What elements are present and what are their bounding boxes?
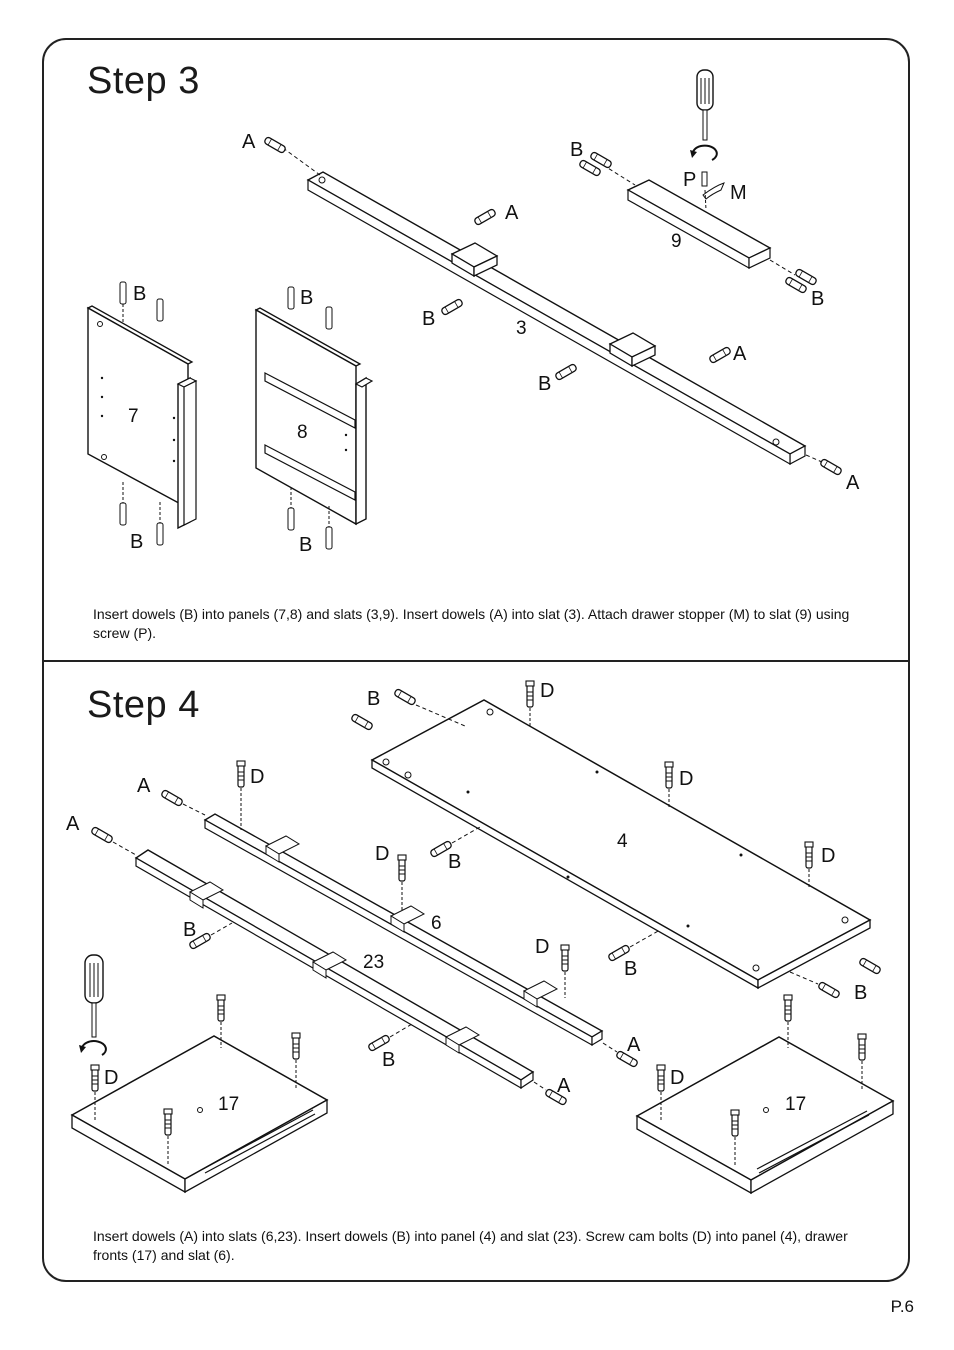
- label-d: D: [821, 845, 835, 867]
- label-b: B: [538, 373, 551, 395]
- label-a: A: [846, 472, 860, 494]
- label-b: B: [367, 688, 380, 710]
- step-divider: [43, 660, 910, 662]
- label-b: B: [382, 1049, 395, 1071]
- part-number: 3: [516, 318, 527, 339]
- label-b: B: [570, 139, 583, 161]
- label-b: B: [299, 534, 312, 556]
- label-d: D: [679, 768, 693, 790]
- drawer-front-17-right: [635, 1036, 895, 1195]
- step4-title: Step 4: [87, 684, 200, 726]
- label-b: B: [811, 288, 824, 310]
- part-number: 23: [363, 952, 384, 973]
- label-b: B: [624, 958, 637, 980]
- label-a: A: [557, 1075, 571, 1097]
- rotate-arrow-icon: [80, 1040, 107, 1056]
- screw-p: [701, 171, 708, 187]
- drawer-front-17-left: [70, 1035, 329, 1194]
- label-a: A: [137, 775, 151, 797]
- label-d: D: [540, 680, 554, 702]
- slat-6: [203, 813, 604, 1047]
- label-d: D: [104, 1067, 118, 1089]
- rotate-arrow-icon: [691, 144, 718, 161]
- drawer-stopper-m: [702, 182, 725, 200]
- label-a: A: [627, 1034, 641, 1056]
- part-number: 8: [297, 422, 308, 443]
- label-b: B: [300, 287, 313, 309]
- label-b: B: [130, 531, 143, 553]
- label-d: D: [250, 766, 264, 788]
- page-number: P.6: [890, 1297, 914, 1316]
- label-m: M: [730, 182, 747, 204]
- label-d: D: [670, 1067, 684, 1089]
- part-number: 6: [431, 913, 442, 934]
- part-number: 9: [671, 231, 682, 252]
- label-p: P: [683, 169, 696, 191]
- part-number: 17: [218, 1094, 239, 1115]
- panel-4: [370, 699, 872, 990]
- label-b: B: [133, 283, 146, 305]
- label-b: B: [854, 982, 867, 1004]
- slat-3: [306, 171, 807, 466]
- label-a: A: [66, 813, 80, 835]
- label-a: A: [733, 343, 747, 365]
- slat-23: [134, 849, 535, 1090]
- label-b: B: [183, 919, 196, 941]
- step4-instructions: Insert dowels (A) into slats (6,23). Ins…: [93, 1228, 848, 1263]
- slat-9: [626, 179, 772, 270]
- step3-title: Step 3: [87, 60, 200, 102]
- label-b: B: [448, 851, 461, 873]
- label-b: B: [422, 308, 435, 330]
- screwdriver-icon: [84, 954, 104, 1038]
- label-a: A: [505, 202, 519, 224]
- screwdriver-icon: [696, 69, 714, 141]
- part-number: 4: [617, 831, 628, 852]
- label-a: A: [242, 131, 256, 153]
- label-d: D: [375, 843, 389, 865]
- panel-7: [86, 305, 198, 530]
- part-number: 17: [785, 1094, 806, 1115]
- panel-8: [254, 307, 374, 526]
- label-d: D: [535, 936, 549, 958]
- step3-instructions: Insert dowels (B) into panels (7,8) and …: [93, 606, 850, 641]
- part-number: 7: [128, 406, 139, 427]
